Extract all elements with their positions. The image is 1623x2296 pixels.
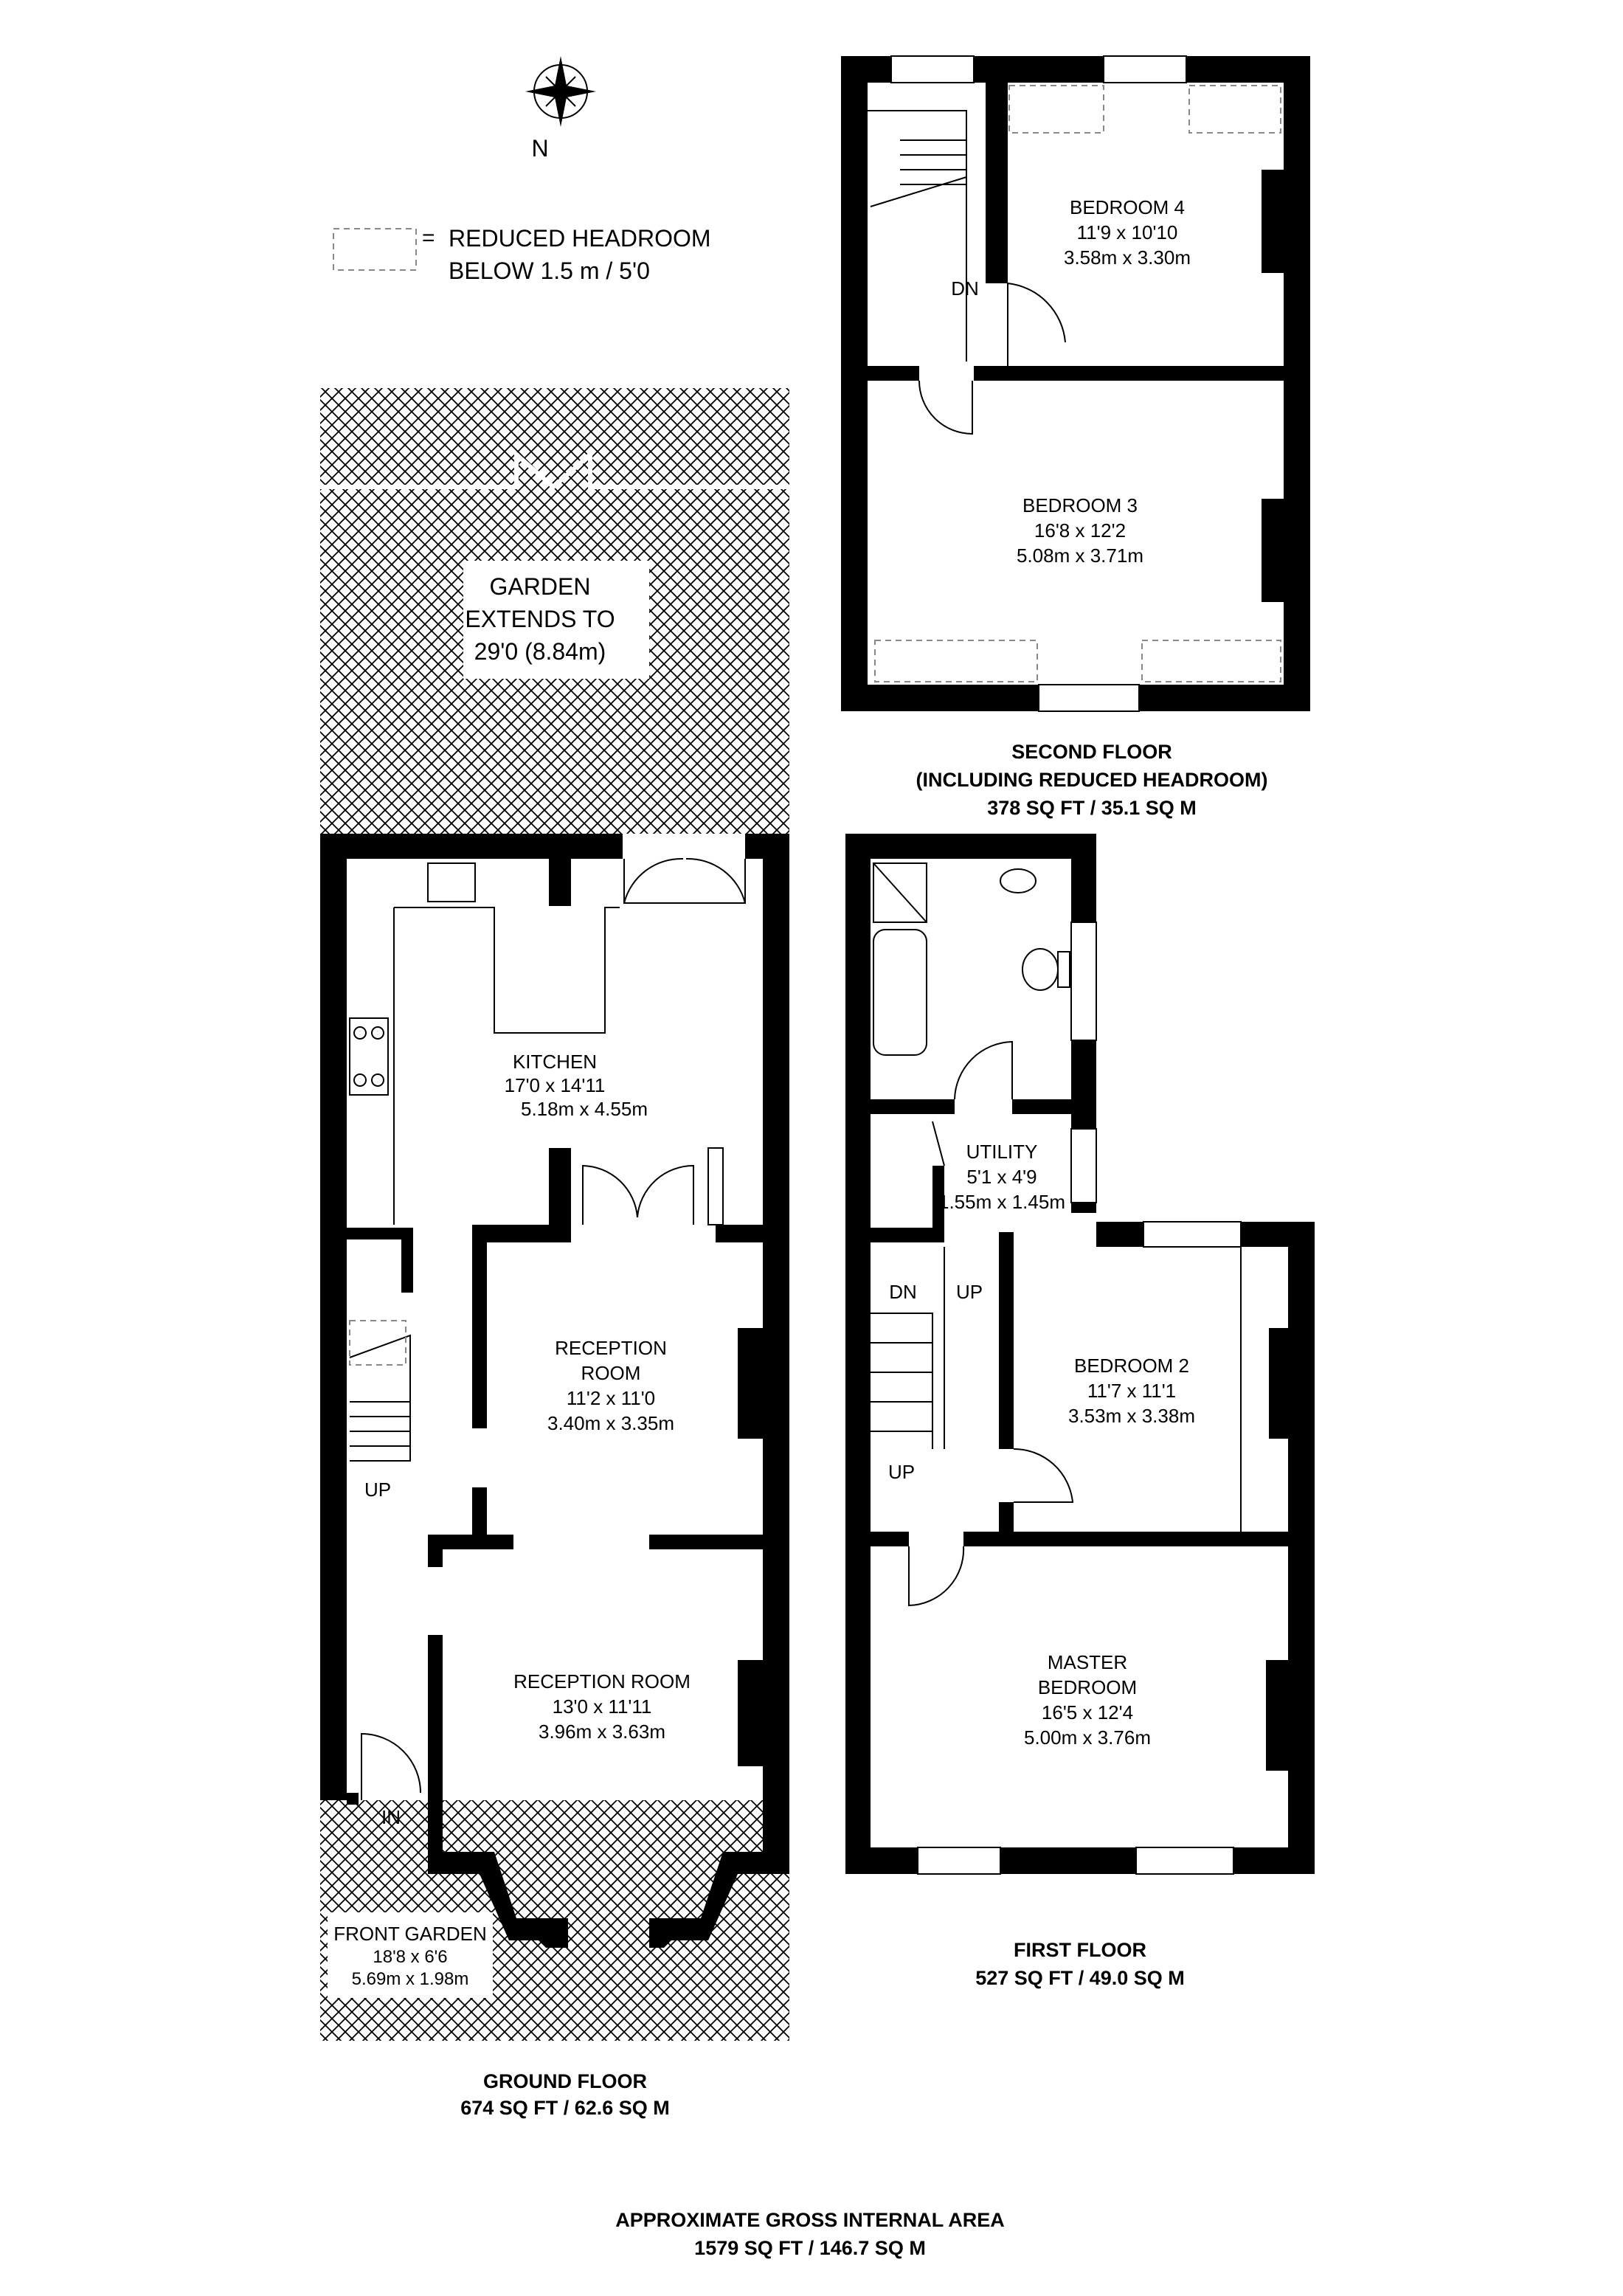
reception-room-1-name: RECEPTION [555,1337,667,1359]
legend-line1: REDUCED HEADROOM [449,225,711,252]
utility-metric: 1.55m x 1.45m [938,1191,1065,1213]
bedroom-2-imperial: 11'7 x 11'1 [1087,1380,1176,1402]
utility-name: UTILITY [966,1141,1038,1163]
second-floor-area: 378 SQ FT / 35.1 SQ M [987,797,1197,819]
master-bedroom-name: BEDROOM [1038,1676,1137,1698]
legend-line2: BELOW 1.5 m / 5'0 [449,257,650,284]
total-area-value: 1579 SQ FT / 146.7 SQ M [694,2237,926,2259]
second-floor-plan: BEDROOM 4 11'9 x 10'10 3.58m x 3.30m BED… [841,55,1310,819]
legend: = REDUCED HEADROOM BELOW 1.5 m / 5'0 [333,225,711,284]
stairs-up-label: UP [364,1479,391,1501]
stairs-up-label: UP [956,1281,983,1303]
first-floor-area: 527 SQ FT / 49.0 SQ M [975,1967,1185,1989]
front-garden-metric: 5.69m x 1.98m [352,1969,469,1989]
master-bedroom-name: MASTER [1048,1651,1127,1673]
master-bedroom-imperial: 16'5 x 12'4 [1042,1701,1133,1723]
first-floor-title: FIRST FLOOR [1014,1939,1146,1961]
ground-floor-title: GROUND FLOOR [483,2070,647,2092]
bedroom-4-imperial: 11'9 x 10'10 [1077,221,1178,243]
total-area-title: APPROXIMATE GROSS INTERNAL AREA [615,2209,1005,2231]
reception-room-1-name: ROOM [581,1362,641,1384]
bedroom-4-metric: 3.58m x 3.30m [1064,246,1191,269]
front-garden-name: FRONT GARDEN [333,1923,487,1945]
entrance-label: IN [381,1806,401,1828]
reception-room-2-name: RECEPTION ROOM [513,1670,691,1692]
bedroom-2-name: BEDROOM 2 [1074,1355,1189,1377]
reception-room-1-metric: 3.40m x 3.35m [547,1412,674,1434]
garden-label: EXTENDS TO [465,606,615,632]
kitchen-metric: 5.18m x 4.55m [521,1098,648,1120]
utility-imperial: 5'1 x 4'9 [966,1166,1037,1188]
second-floor-title: SECOND FLOOR [1011,741,1172,763]
garden-extent: 29'0 (8.84m) [474,638,606,665]
second-floor-subtitle: (INCLUDING REDUCED HEADROOM) [916,769,1268,791]
kitchen-name: KITCHEN [513,1051,597,1073]
bedroom-2-metric: 3.53m x 3.38m [1068,1405,1195,1427]
reception-room-1-imperial: 11'2 x 11'0 [567,1387,655,1409]
compass-rose-icon: N [525,56,596,162]
reduced-headroom-swatch [333,228,417,271]
ground-floor-area: 674 SQ FT / 62.6 SQ M [460,2097,670,2119]
stairs-down-label: DN [889,1281,917,1303]
bedroom-3-imperial: 16'8 x 12'2 [1034,519,1126,542]
stairs-down-label: DN [951,277,979,300]
reception-room-2-metric: 3.96m x 3.63m [539,1721,665,1743]
ground-floor-plan: GARDEN EXTENDS TO 29'0 (8.84m) FRONT GAR… [320,388,789,2119]
first-floor-plan: UTILITY 5'1 x 4'9 1.55m x 1.45m BEDROOM … [845,834,1315,1989]
stairs-up-label: UP [888,1461,915,1483]
compass-north-label: N [531,135,548,162]
reception-room-2-imperial: 13'0 x 11'11 [553,1695,652,1718]
bedroom-3-metric: 5.08m x 3.71m [1017,544,1143,567]
bedroom-3-name: BEDROOM 3 [1022,494,1138,516]
garden-label: GARDEN [490,573,591,600]
bedroom-4-name: BEDROOM 4 [1070,196,1185,218]
garden-label-box [463,561,649,679]
front-garden-imperial: 18'8 x 6'6 [373,1947,447,1967]
master-bedroom-metric: 5.00m x 3.76m [1024,1726,1151,1749]
kitchen-imperial: 17'0 x 14'11 [505,1074,606,1096]
legend-equals: = [422,226,435,250]
